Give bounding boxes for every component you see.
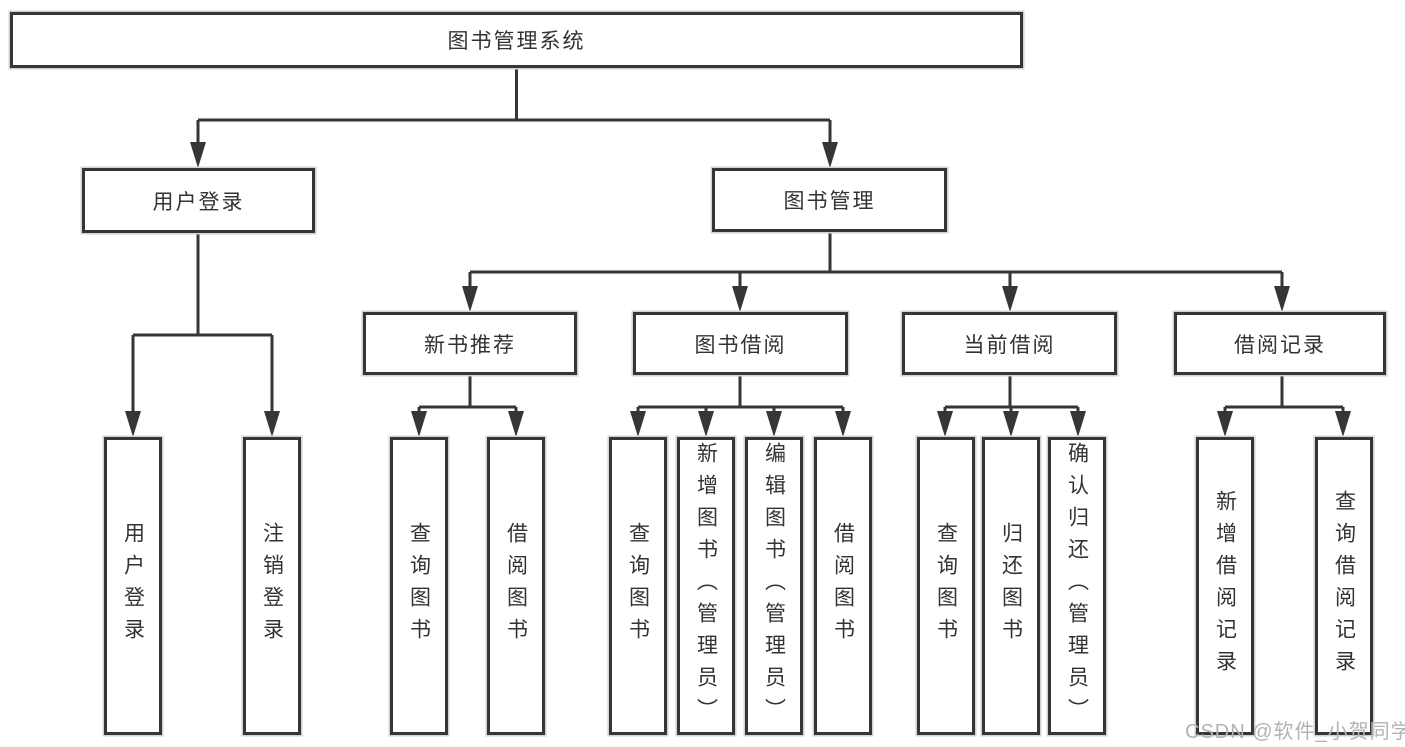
node-book-management: 图书管理 bbox=[712, 168, 947, 232]
node-label: 借阅图书 bbox=[831, 522, 855, 650]
node-label: 编辑图书（管理员） bbox=[762, 442, 786, 730]
leaf-query-books-current: 查询图书 bbox=[917, 437, 975, 735]
leaf-query-books-recommend: 查询图书 bbox=[390, 437, 448, 735]
node-borrow-records: 借阅记录 bbox=[1174, 312, 1386, 375]
node-user-login: 用户登录 bbox=[82, 168, 315, 233]
leaf-add-borrow-record: 新增借阅记录 bbox=[1196, 437, 1254, 735]
node-label: 用户登录 bbox=[152, 190, 245, 214]
leaf-borrow-books-recommend: 借阅图书 bbox=[487, 437, 545, 735]
leaf-logout: 注销登录 bbox=[243, 437, 301, 735]
node-label: 图书借阅 bbox=[694, 333, 787, 357]
node-label: 注销登录 bbox=[260, 522, 284, 650]
leaf-confirm-return-admin: 确认归还（管理员） bbox=[1048, 437, 1106, 735]
node-label: 图书管理系统 bbox=[447, 30, 586, 53]
leaf-edit-books-admin: 编辑图书（管理员） bbox=[745, 437, 803, 735]
leaf-query-borrow-record: 查询借阅记录 bbox=[1315, 437, 1373, 735]
node-label: 新书推荐 bbox=[424, 333, 516, 357]
leaf-return-books: 归还图书 bbox=[982, 437, 1040, 735]
node-book-borrowing: 图书借阅 bbox=[633, 312, 848, 375]
node-label: 当前借阅 bbox=[963, 333, 1056, 357]
node-label: 查询图书 bbox=[934, 522, 958, 650]
node-label: 图书管理 bbox=[783, 190, 876, 213]
node-label: 借阅图书 bbox=[504, 522, 528, 650]
node-root-system: 图书管理系统 bbox=[10, 12, 1023, 68]
node-label: 查询借阅记录 bbox=[1332, 490, 1356, 682]
csdn-watermark: CSDN @软件_小贺同学 bbox=[1185, 721, 1405, 743]
node-label: 查询图书 bbox=[407, 522, 431, 650]
node-current-borrowing: 当前借阅 bbox=[902, 312, 1117, 375]
node-label: 查询图书 bbox=[626, 522, 650, 650]
node-label: 用户登录 bbox=[121, 522, 145, 650]
leaf-query-books-borrowing: 查询图书 bbox=[609, 437, 667, 735]
node-label: 确认归还（管理员） bbox=[1065, 442, 1089, 730]
node-label: 归还图书 bbox=[999, 522, 1023, 650]
node-new-book-recommend: 新书推荐 bbox=[363, 312, 577, 375]
node-label: 新增图书（管理员） bbox=[694, 442, 718, 730]
node-label: 借阅记录 bbox=[1234, 333, 1326, 357]
leaf-add-books-admin: 新增图书（管理员） bbox=[677, 437, 735, 735]
leaf-user-login: 用户登录 bbox=[104, 437, 162, 735]
leaf-borrow-books: 借阅图书 bbox=[814, 437, 872, 735]
node-label: 新增借阅记录 bbox=[1213, 490, 1237, 682]
